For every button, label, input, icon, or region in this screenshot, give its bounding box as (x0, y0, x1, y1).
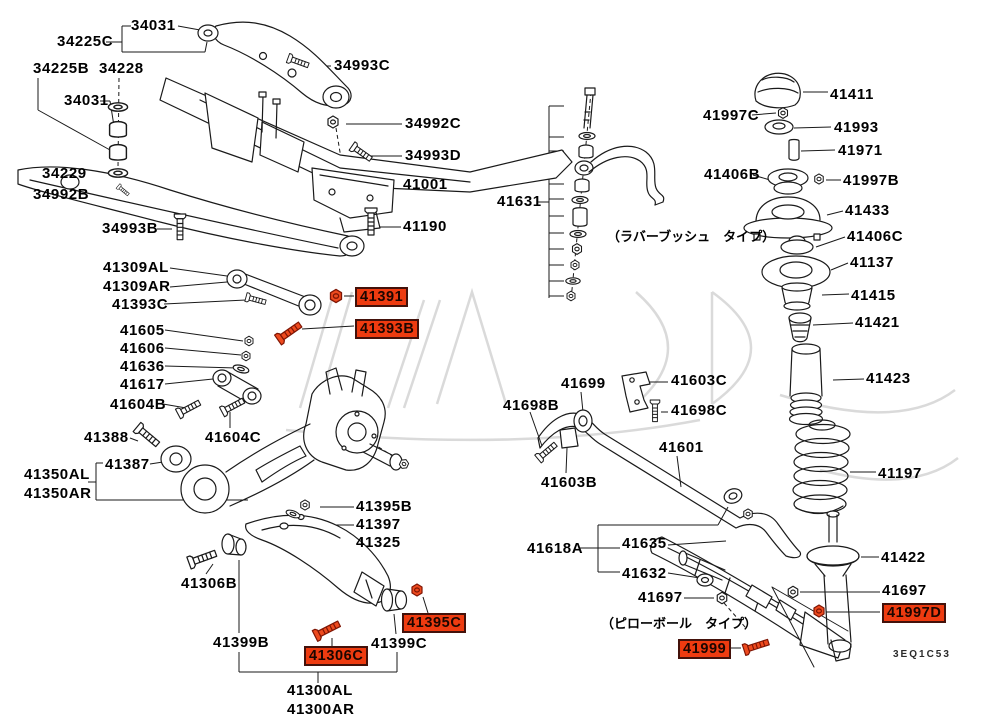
stabilizer-bar (534, 371, 802, 559)
part-label-41406B: 41406B (704, 166, 761, 183)
part-label-41397: 41397 (356, 516, 401, 533)
part-label-41631: 41631 (497, 193, 542, 210)
part-label-41399B: 41399B (213, 634, 270, 651)
rear-crossmember (159, 77, 573, 233)
part-label-34993B: 34993B (102, 220, 159, 237)
part-label-41325: 41325 (356, 534, 401, 551)
part-label-41197: 41197 (878, 465, 922, 482)
part-label-41415: 41415 (851, 287, 896, 304)
part-label-34225C: 34225C (57, 33, 114, 50)
part-label-41306C: 41306C (304, 646, 369, 666)
small-hardware-column (174, 335, 262, 420)
part-label-34229: 34229 (42, 165, 87, 182)
part-label-41001: 41001 (403, 176, 448, 193)
part-label-41190: 41190 (403, 218, 447, 235)
coil-spring (792, 419, 851, 515)
part-label-41604C: 41604C (205, 429, 262, 446)
part-label-41606: 41606 (120, 340, 165, 357)
part-label-41395C: 41395C (402, 613, 467, 633)
pillow-ball-trailing-arm (650, 488, 849, 668)
trailing-arm-knuckle (132, 367, 411, 514)
part-label-41993: 41993 (834, 119, 879, 136)
diagram-linework (17, 21, 860, 668)
part-label-41300AL: 41300AL (287, 682, 353, 699)
part-label-41422: 41422 (881, 549, 926, 566)
part-label-41399C: 41399C (371, 635, 428, 652)
part-label-34992C: 34992C (405, 115, 462, 132)
part-label-41997B: 41997B (843, 172, 900, 189)
part-label-41350AR: 41350AR (24, 485, 92, 502)
part-label-41406C: 41406C (847, 228, 904, 245)
lower-control-arm (186, 499, 408, 612)
part-label-41395B: 41395B (356, 498, 413, 515)
part-label-34031-top: 34031 (131, 17, 176, 34)
part-label-41635: 41635 (622, 535, 667, 552)
upper-rear-arm (197, 21, 352, 109)
part-label-41350AL: 41350AL (24, 466, 90, 483)
part-label-41391: 41391 (355, 287, 409, 307)
part-label-41618A: 41618A (527, 540, 584, 557)
leader-lines (37, 25, 880, 683)
part-label-41697-right: 41697 (882, 582, 927, 599)
part-label-41636: 41636 (120, 358, 165, 375)
part-label-41137: 41137 (850, 254, 894, 271)
part-label-41421: 41421 (855, 314, 900, 331)
part-label-41699: 41699 (561, 375, 606, 392)
background-watermark (285, 287, 959, 481)
part-label-41971: 41971 (838, 142, 883, 159)
shock-absorber (806, 510, 860, 662)
stabilizer-link-stack (565, 87, 665, 302)
upper-lateral-link (226, 269, 322, 316)
part-label-34993D: 34993D (405, 147, 462, 164)
part-label-41617: 41617 (120, 376, 165, 393)
part-label-41309AL: 41309AL (103, 259, 169, 276)
part-label-diagram-code: 3EQ1C53 (893, 649, 951, 660)
part-label-41393B: 41393B (355, 319, 420, 339)
part-label-pillow-type: （ピローボール タイプ） (601, 616, 758, 631)
part-label-41300AR: 41300AR (287, 701, 355, 718)
part-label-34225B: 34225B (33, 60, 90, 77)
part-label-34993C: 34993C (334, 57, 391, 74)
part-label-41632: 41632 (622, 565, 667, 582)
part-label-41604B: 41604B (110, 396, 167, 413)
part-label-41698C: 41698C (671, 402, 728, 419)
part-label-41603C: 41603C (671, 372, 728, 389)
part-label-41411: 41411 (830, 86, 874, 103)
part-label-41605: 41605 (120, 322, 165, 339)
part-label-41698B: 41698B (503, 397, 560, 414)
part-label-41997C: 41997C (703, 107, 760, 124)
part-label-34031-mid: 34031 (64, 92, 109, 109)
part-label-41306B: 41306B (181, 575, 238, 592)
dust-cover (788, 343, 824, 426)
strut-mount-stack (743, 72, 833, 343)
part-label-41387: 41387 (105, 456, 150, 473)
part-label-41388: 41388 (84, 429, 129, 446)
part-label-41997D: 41997D (882, 603, 947, 623)
part-label-41697-left: 41697 (638, 589, 683, 606)
part-label-rubber-type: （ラバーブッシュ タイプ） (607, 229, 776, 244)
part-label-41601: 41601 (659, 439, 704, 456)
part-label-41309AR: 41309AR (103, 278, 171, 295)
part-label-34228: 34228 (99, 60, 144, 77)
part-label-41603B: 41603B (541, 474, 598, 491)
part-label-41423: 41423 (866, 370, 911, 387)
part-label-41433: 41433 (845, 202, 890, 219)
part-label-34992B: 34992B (33, 186, 90, 203)
trailing-frame-arm (17, 166, 365, 257)
part-label-41393C: 41393C (112, 296, 169, 313)
part-label-41999: 41999 (678, 639, 732, 659)
